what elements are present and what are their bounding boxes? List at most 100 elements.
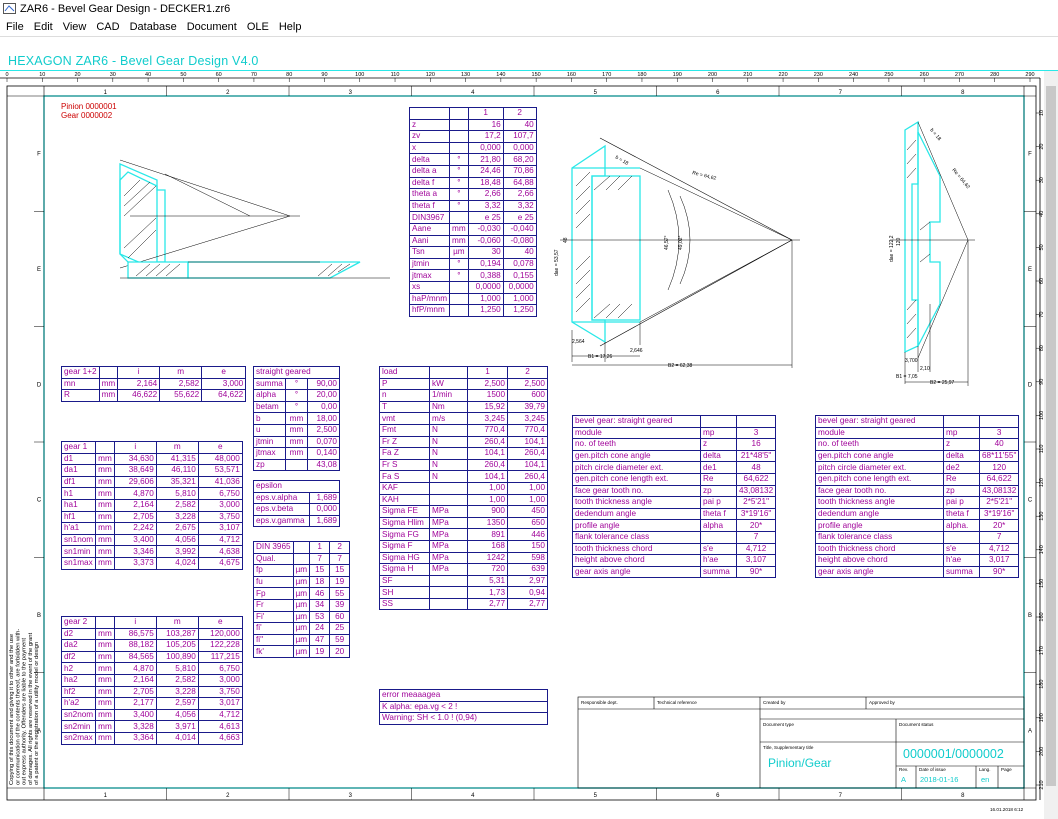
table-cell: 104,1 (467, 447, 508, 460)
tb-docno: 0000001/0000002 (903, 747, 1004, 761)
table-cell: Aane (408, 222, 451, 236)
zone-row-label-left: E (37, 267, 41, 273)
table-row: zp 43,08 (253, 458, 340, 472)
app-header: HEXAGON ZAR6 - Bevel Gear Design V4.0 (0, 54, 1058, 71)
table-cell: delta (408, 153, 451, 166)
table-cell: 2,66 (467, 188, 504, 201)
pinion-sketch (119, 159, 390, 279)
table-cell: 20* (978, 519, 1020, 532)
dim-w7: B2 = 25,97 (930, 380, 955, 386)
ruler-right-label: 170 (1039, 646, 1045, 655)
menu-document[interactable]: Document (186, 21, 237, 33)
app-icon (3, 3, 16, 14)
table-cell: 0,0000 (467, 280, 504, 294)
table-cell (98, 366, 119, 379)
table-cell: pitch circle diameter ext. (572, 461, 701, 474)
tb-techref: Technical reference (657, 700, 697, 705)
title-block-labels: Responsible dept. Technical reference Cr… (581, 700, 1012, 772)
table-cell: ha2 (60, 673, 97, 687)
table-cell: eps.v.beta (253, 503, 310, 516)
dim-w4: B2 = 62,38 (668, 363, 693, 369)
table-cell: N (429, 423, 468, 437)
table-cell: 168 (467, 539, 508, 553)
zone-col-label-top: 2 (226, 90, 230, 96)
table-cell: 117,215 (197, 650, 243, 664)
table-cell: 107,7 (502, 130, 537, 143)
table-cell: -0,030 (467, 222, 504, 236)
menu-database[interactable]: Database (129, 21, 177, 33)
table-cell: 64,622 (978, 472, 1020, 486)
menu-ole[interactable]: OLE (246, 21, 269, 33)
table-cell: 639 (507, 563, 548, 576)
table-cell: kW (429, 377, 468, 391)
table-cell: m (159, 366, 203, 379)
table-cell: 3,000 (201, 377, 247, 391)
table-cell: e (197, 441, 243, 454)
table-cell: s'e (943, 542, 980, 556)
table-cell: 1 (467, 366, 508, 379)
menu-view[interactable]: View (62, 21, 87, 33)
table-cell: 24,46 (467, 164, 504, 178)
ruler-top-label: 250 (884, 72, 893, 78)
table-cell: 150 (507, 539, 548, 553)
table-cell: 3,328 (113, 720, 157, 733)
menu-cad[interactable]: CAD (96, 21, 120, 33)
table-cell: zp (253, 458, 286, 472)
table-cell: 4,056 (155, 708, 199, 722)
menu-edit[interactable]: Edit (33, 21, 53, 33)
table-cell: 103,287 (155, 627, 199, 641)
table-cell: 7 (329, 552, 351, 566)
table-cell (292, 541, 311, 554)
title-bar: ZAR6 - Bevel Gear Design - DECKER1.zr6 (0, 0, 1058, 18)
table-cell: 1,00 (467, 481, 508, 495)
table-cell: 3,017 (197, 697, 243, 710)
table-cell: module (815, 426, 944, 440)
table-cell: 43,08 (307, 458, 340, 472)
table-cell: SS (379, 597, 430, 611)
table-cell: DIN3967 (408, 211, 451, 224)
table-cell: Fa Z (379, 447, 430, 460)
table-cell: 20 (329, 645, 351, 658)
table-cell: 48,000 (197, 452, 243, 466)
menu-help[interactable]: Help (278, 21, 302, 33)
table-cell: hf2 (60, 685, 97, 699)
table-cell: s'e (700, 542, 737, 556)
table-cell: sn2min (60, 720, 97, 733)
table-cell: 16 (735, 438, 777, 451)
table-cell: ° (285, 400, 308, 414)
vertical-scrollbar-thumb[interactable] (1046, 86, 1056, 786)
table-cell: 100,890 (155, 650, 199, 664)
table-cell: pai p (943, 496, 980, 509)
table-cell: mp (700, 426, 737, 440)
table-cell: 260,4 (507, 470, 548, 483)
table-cell: h'a1 (60, 522, 97, 535)
menu-file[interactable]: File (6, 21, 24, 33)
table-cell: 1,689 (309, 491, 340, 505)
table-cell: Sigma F (379, 539, 430, 553)
ruler-right-label: 60 (1039, 278, 1045, 284)
table-cell: 3,346 (113, 545, 157, 558)
ruler-top-label: 180 (637, 72, 646, 78)
table-cell: 3 (735, 426, 777, 440)
table-cell: µm (292, 575, 311, 589)
table-cell: 0,194 (467, 257, 504, 271)
table-cell: MPa (429, 516, 468, 530)
table-cell: 1 (467, 107, 504, 120)
table-cell: gear axis angle (572, 565, 701, 579)
table-cell (429, 574, 468, 588)
